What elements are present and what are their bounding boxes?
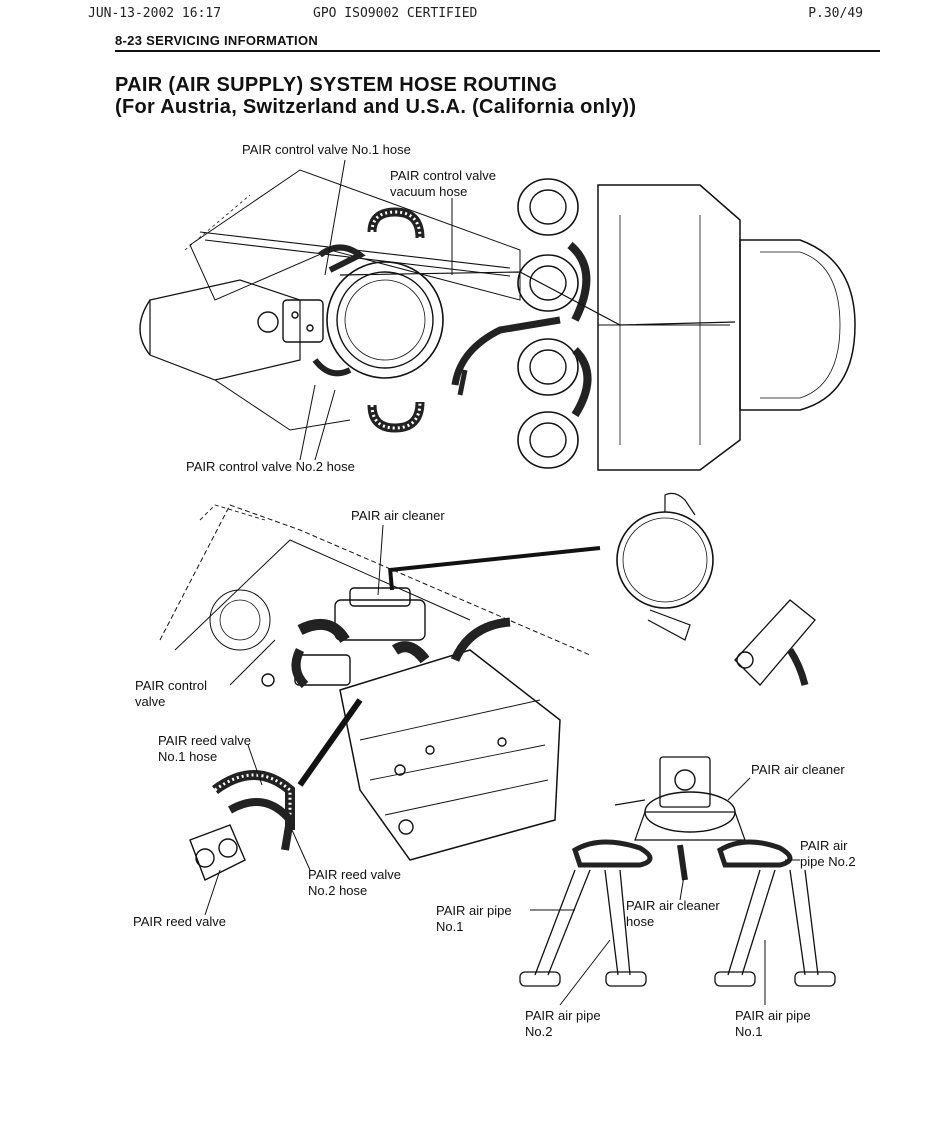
page-title: PAIR (AIR SUPPLY) SYSTEM HOSE ROUTING (F…: [115, 74, 636, 118]
fax-certification: GPO ISO9002 CERTIFIED: [313, 6, 478, 21]
label-air-pipe-no2-right-line2: pipe No.2: [800, 854, 856, 869]
label-reed-valve: PAIR reed valve: [133, 914, 226, 929]
label-control-valve-no2-hose: PAIR control valve No.2 hose: [186, 459, 355, 474]
page-title-line-2: (For Austria, Switzerland and U.S.A. (Ca…: [115, 96, 637, 118]
label-reed-valve-no1-hose-line1: PAIR reed valve: [158, 733, 251, 748]
label-air-pipe-no1-bottom-line1: PAIR air pipe: [735, 1008, 811, 1023]
label-control-valve-vacuum-hose-line2: vacuum hose: [390, 184, 468, 199]
label-air-cleaner-hose-line1: PAIR air cleaner: [626, 898, 720, 913]
label-air-cleaner-top: PAIR air cleaner: [351, 508, 445, 523]
page-title-line-1: PAIR (AIR SUPPLY) SYSTEM HOSE ROUTING: [115, 74, 558, 96]
throttle-bodies: [517, 178, 579, 469]
label-reed-valve-no2-hose-line2: No.2 hose: [308, 883, 368, 898]
air-pipe-assembly-illustration: [519, 756, 836, 1006]
label-air-cleaner-hose-line2: hose: [626, 914, 655, 929]
label-reed-valve-no1-hose-line2: No.1 hose: [158, 749, 218, 764]
label-control-valve-line1: PAIR control: [135, 678, 208, 693]
label-air-pipe-no1-left-line1: PAIR air pipe: [436, 903, 512, 918]
label-air-cleaner-right: PAIR air cleaner: [751, 762, 845, 777]
label-air-pipe-no1-left-line2: No.1: [436, 919, 464, 934]
section-label: 8-23 SERVICING INFORMATION: [115, 33, 319, 48]
label-air-pipe-no2-bottom-line2: No.2: [525, 1024, 553, 1039]
label-air-pipe-no1-bottom-line2: No.1: [735, 1024, 763, 1039]
label-control-valve-no1-hose: PAIR control valve No.1 hose: [242, 142, 411, 157]
fax-date-time: JUN-13-2002 16:17: [88, 6, 222, 21]
label-reed-valve-no2-hose-line1: PAIR reed valve: [308, 867, 401, 882]
label-control-valve-vacuum-hose-line1: PAIR control valve: [390, 168, 496, 183]
label-control-valve-line2: valve: [135, 694, 166, 709]
label-air-pipe-no2-bottom-line1: PAIR air pipe: [525, 1008, 601, 1023]
fax-header: JUN-13-2002 16:17 GPO ISO9002 CERTIFIED …: [88, 6, 863, 22]
fax-page-number: P.30/49: [808, 6, 863, 21]
section-header: 8-23 SERVICING INFORMATION: [115, 33, 880, 52]
label-air-pipe-no2-right-line1: PAIR air: [800, 838, 848, 853]
engine-top-view-illustration: [139, 159, 856, 471]
control-valve-illustration: [159, 492, 816, 861]
reed-valve-illustration: [189, 744, 311, 916]
